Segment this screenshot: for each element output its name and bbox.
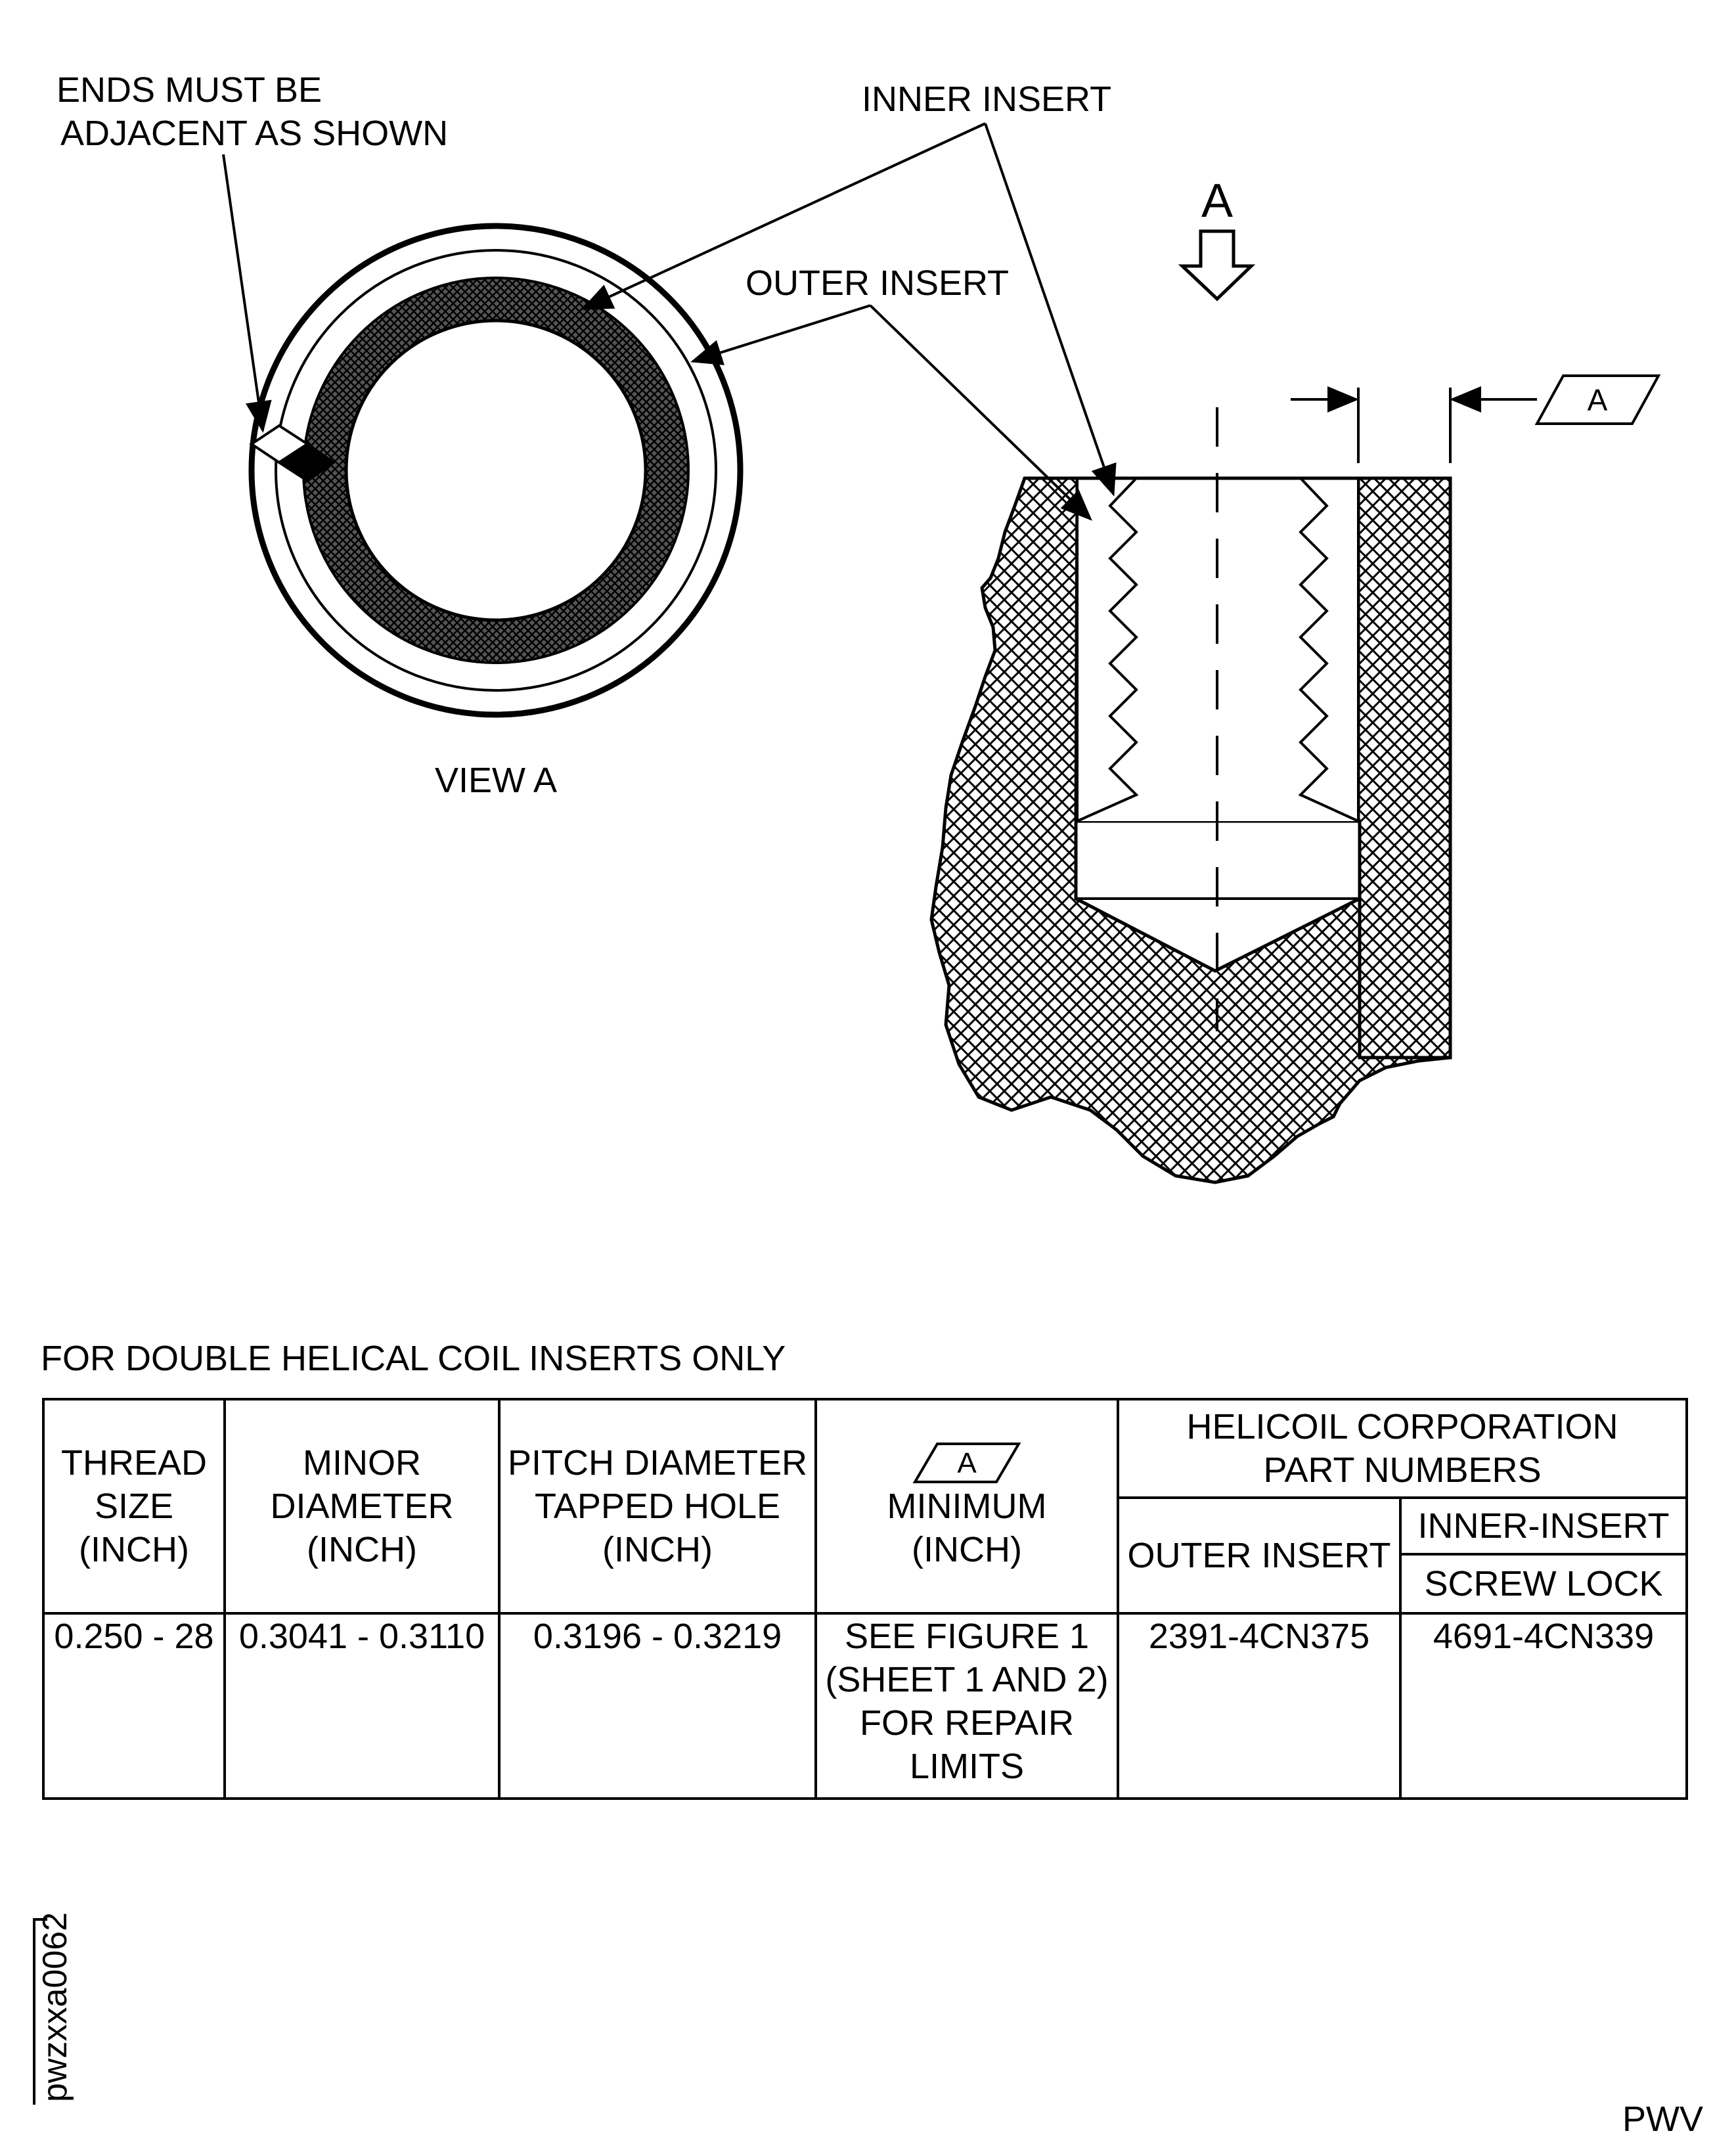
- view-a-label: VIEW A: [435, 761, 558, 800]
- view-arrow-label: A: [1201, 175, 1233, 227]
- ends-adjacent-label-line1: ENDS MUST BE: [56, 70, 323, 110]
- header-minimum: A MINIMUM(INCH): [814, 1398, 1119, 1615]
- dimension-a-group: A: [1291, 374, 1661, 463]
- cell-minor-diameter: 0.3041 - 0.3110: [223, 1612, 501, 1800]
- footer-mark: PWV: [1622, 2099, 1704, 2139]
- inner-insert-leader-circle: [581, 122, 986, 310]
- view-a-circle-group: [248, 223, 744, 718]
- datum-a-parallelogram: [1534, 374, 1661, 425]
- table-title: FOR DOUBLE HELICAL COIL INSERTS ONLY: [41, 1339, 786, 1378]
- figure-id: pwzxxa0062: [36, 1912, 74, 2102]
- cell-inner-insert: 4691-4CN339: [1398, 1612, 1689, 1800]
- inner-insert-leader-section: [984, 123, 1117, 497]
- cell-outer-insert: 2391-4CN375: [1117, 1612, 1402, 1800]
- cell-thread-size: 0.250 - 28: [42, 1612, 226, 1800]
- header-inner-insert: INNER-INSERT: [1398, 1496, 1689, 1556]
- ends-leader: [222, 154, 272, 433]
- leader-lines: [222, 122, 1117, 521]
- section-view-group: [929, 407, 1452, 1184]
- tapped-bore: [1077, 478, 1358, 821]
- figure-id-bracket: [33, 1918, 47, 2105]
- right-thread-profile: [1297, 477, 1360, 822]
- datum-a-symbol: A: [912, 1443, 1021, 1483]
- svg-text:A: A: [957, 1447, 977, 1479]
- outer-insert-leader-section: [869, 304, 1092, 521]
- inner-insert-label: INNER INSERT: [862, 79, 1112, 119]
- bore-circle: [344, 319, 648, 622]
- inner-insert-end-marker: [277, 442, 336, 483]
- ends-adjacent-label-line2: ADJACENT AS SHOWN: [60, 114, 449, 153]
- left-thread-profile: [1076, 477, 1140, 822]
- parent-material-right: [1356, 476, 1452, 1060]
- datum-a-label: A: [1588, 383, 1608, 417]
- outer-insert-label: OUTER INSERT: [746, 263, 1010, 303]
- header-outer-insert: OUTER INSERT: [1117, 1496, 1402, 1615]
- view-arrow-icon: [1178, 229, 1256, 302]
- header-screw-lock: SCREW LOCK: [1398, 1553, 1689, 1615]
- view-a-arrow-group: A: [1178, 175, 1256, 302]
- cell-pitch-diameter: 0.3196 - 0.3219: [498, 1612, 817, 1800]
- helicoil-drawing: A A: [222, 122, 1661, 1184]
- outer-insert-leader-circle: [690, 304, 871, 365]
- table-row: 0.250 - 28 0.3041 - 0.3110 0.3196 - 0.32…: [42, 1612, 1689, 1800]
